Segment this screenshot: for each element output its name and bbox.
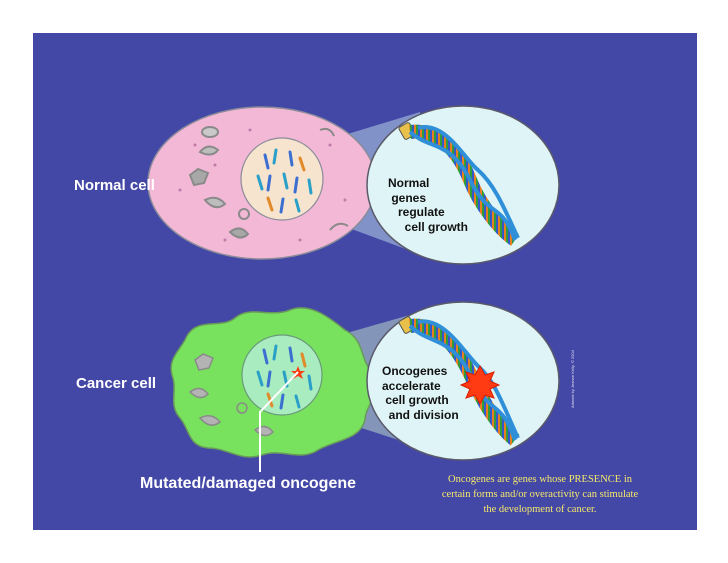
- mutated-oncogene-pointer: [259, 371, 299, 472]
- normal-cell-label: Normal cell: [74, 177, 155, 194]
- oncogenes-caption: Oncogenes accelerate cell growth and div…: [382, 364, 459, 422]
- mutated-oncogene-label: Mutated/damaged oncogene: [140, 475, 357, 492]
- cancer-cell: [170, 301, 560, 472]
- cancer-chromosomes: [256, 344, 313, 410]
- normal-dna-helix: [398, 122, 520, 246]
- normal-chromosomes: [256, 148, 313, 214]
- diagram-background: [33, 33, 697, 530]
- normal-organelles: [188, 126, 349, 239]
- normal-genes-caption: Normal genes regulate cell growth: [388, 176, 469, 234]
- oncogene-definition-note: Oncogenes are genes whose PRESENCE in ce…: [441, 474, 639, 515]
- artwork-credit: Artwork by Jeanne Kelly. © 2004: [570, 350, 575, 408]
- normal-nucleus: [240, 137, 324, 221]
- normal-dots: [178, 128, 347, 242]
- normal-cell: [147, 105, 560, 265]
- cancer-cell-label: Cancer cell: [76, 375, 157, 392]
- helix-mutation-starburst-icon: [459, 364, 501, 406]
